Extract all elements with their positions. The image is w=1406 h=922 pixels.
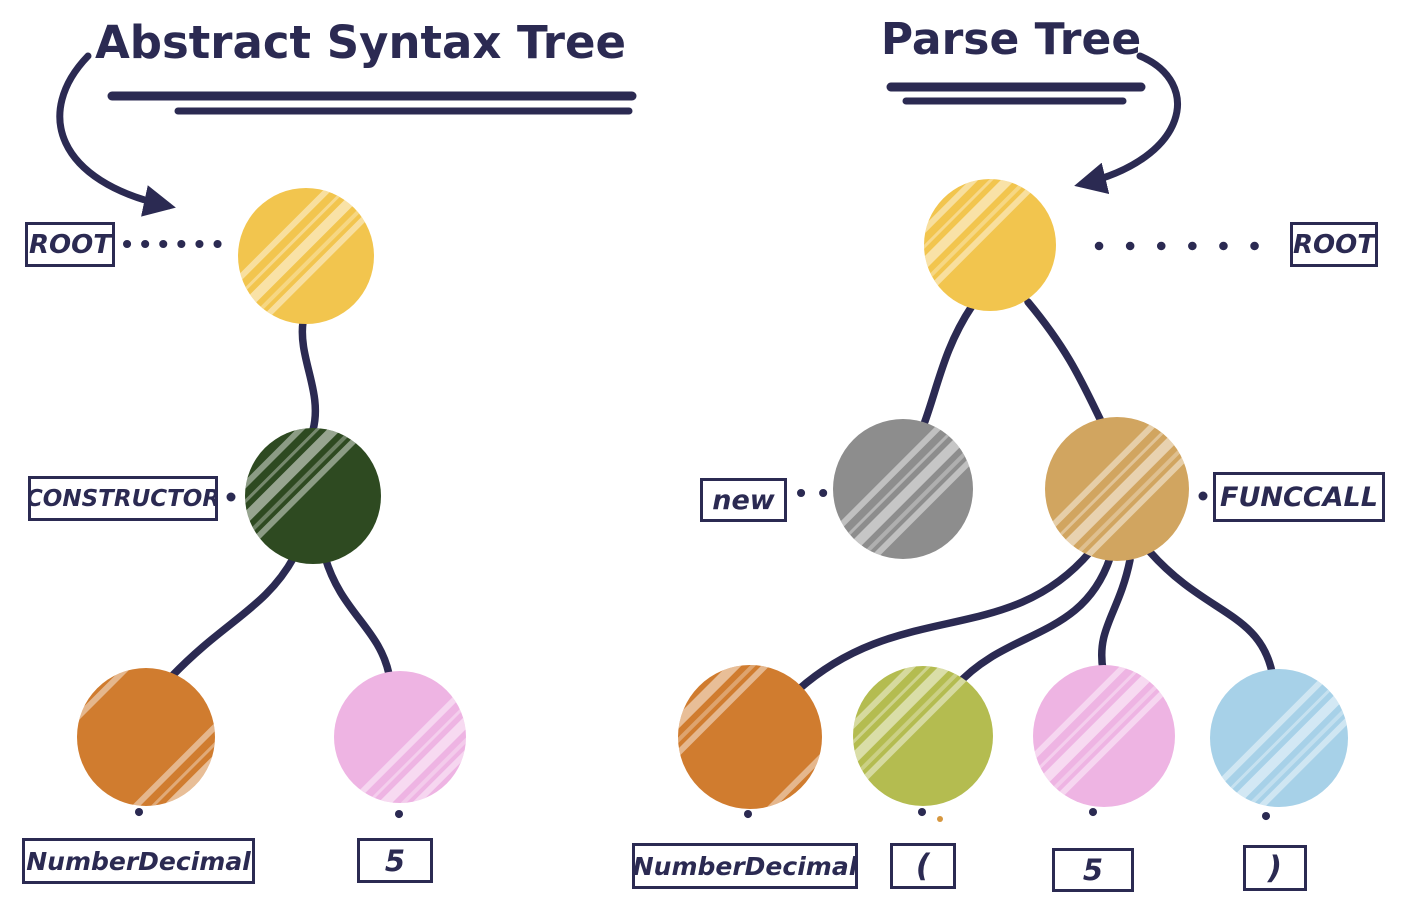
parse-numberdecimal-label-box: NumberDecimal xyxy=(632,843,858,889)
speck-openparen xyxy=(937,816,943,822)
ast-numberdecimal-label-box: NumberDecimal xyxy=(22,838,255,884)
node-parse-closeparen xyxy=(1210,669,1348,807)
parse-five-label-box: 5 xyxy=(1052,848,1134,892)
dot-funccall xyxy=(1198,491,1208,501)
node-ast-five xyxy=(334,671,466,803)
node-parse-new xyxy=(833,419,973,559)
edge-funccall-closeparen xyxy=(1146,548,1276,676)
parse-openparen-label-box: ( xyxy=(890,843,956,889)
ast-five-label-box: 5 xyxy=(357,838,433,883)
edge-parse-root-funccall xyxy=(1024,298,1105,425)
edge-ast-root-constructor xyxy=(298,318,320,434)
parse-title: Parse Tree xyxy=(880,14,1142,65)
parse-title-underline xyxy=(886,82,1146,105)
parse-numberdecimal-label: NumberDecimal xyxy=(632,851,858,881)
ast-title-arrow xyxy=(56,52,176,217)
node-ast-numberdecimal xyxy=(77,668,215,806)
parse-funccall-label-box: FUNCCALL xyxy=(1213,472,1385,522)
edge-funccall-numberdecimal xyxy=(794,548,1094,694)
parse-new-label: new xyxy=(712,484,775,516)
ast-constructor-label: CONSTRUCTOR xyxy=(28,485,218,512)
node-parse-funccall xyxy=(1045,417,1189,561)
parse-title-arrow xyxy=(1074,52,1181,194)
parse-five-label: 5 xyxy=(1082,853,1104,887)
node-ast-constructor xyxy=(245,428,381,564)
ast-numberdecimal-label: NumberDecimal xyxy=(26,846,251,876)
dot-constructor xyxy=(226,492,236,502)
parse-new-label-box: new xyxy=(700,478,787,522)
ast-root-label: ROOT xyxy=(29,229,111,260)
node-parse-numberdecimal xyxy=(678,665,822,809)
node-parse-five xyxy=(1033,665,1175,807)
edge-funccall-five xyxy=(1098,556,1134,674)
parse-root-label-box: ROOT xyxy=(1290,222,1378,267)
parse-closeparen-label-box: ) xyxy=(1243,845,1307,891)
ast-constructor-label-box: CONSTRUCTOR xyxy=(28,476,218,521)
node-ast-root xyxy=(238,188,374,324)
edge-constructor-five xyxy=(321,553,393,678)
node-parse-root xyxy=(924,179,1056,311)
parse-funccall-label: FUNCCALL xyxy=(1220,481,1378,513)
parse-openparen-label: ( xyxy=(915,848,931,884)
edge-funccall-openparen xyxy=(952,554,1114,690)
edge-constructor-numberdecimal xyxy=(168,553,298,680)
ast-title: Abstract Syntax Tree xyxy=(94,16,627,69)
parse-root-label: ROOT xyxy=(1293,229,1375,260)
node-parse-openparen xyxy=(853,666,993,806)
ast-title-underline xyxy=(107,91,637,115)
ast-five-label: 5 xyxy=(384,843,406,878)
parse-closeparen-label: ) xyxy=(1267,850,1283,886)
ast-root-label-box: ROOT xyxy=(25,222,115,267)
edge-parse-root-new xyxy=(920,302,976,428)
